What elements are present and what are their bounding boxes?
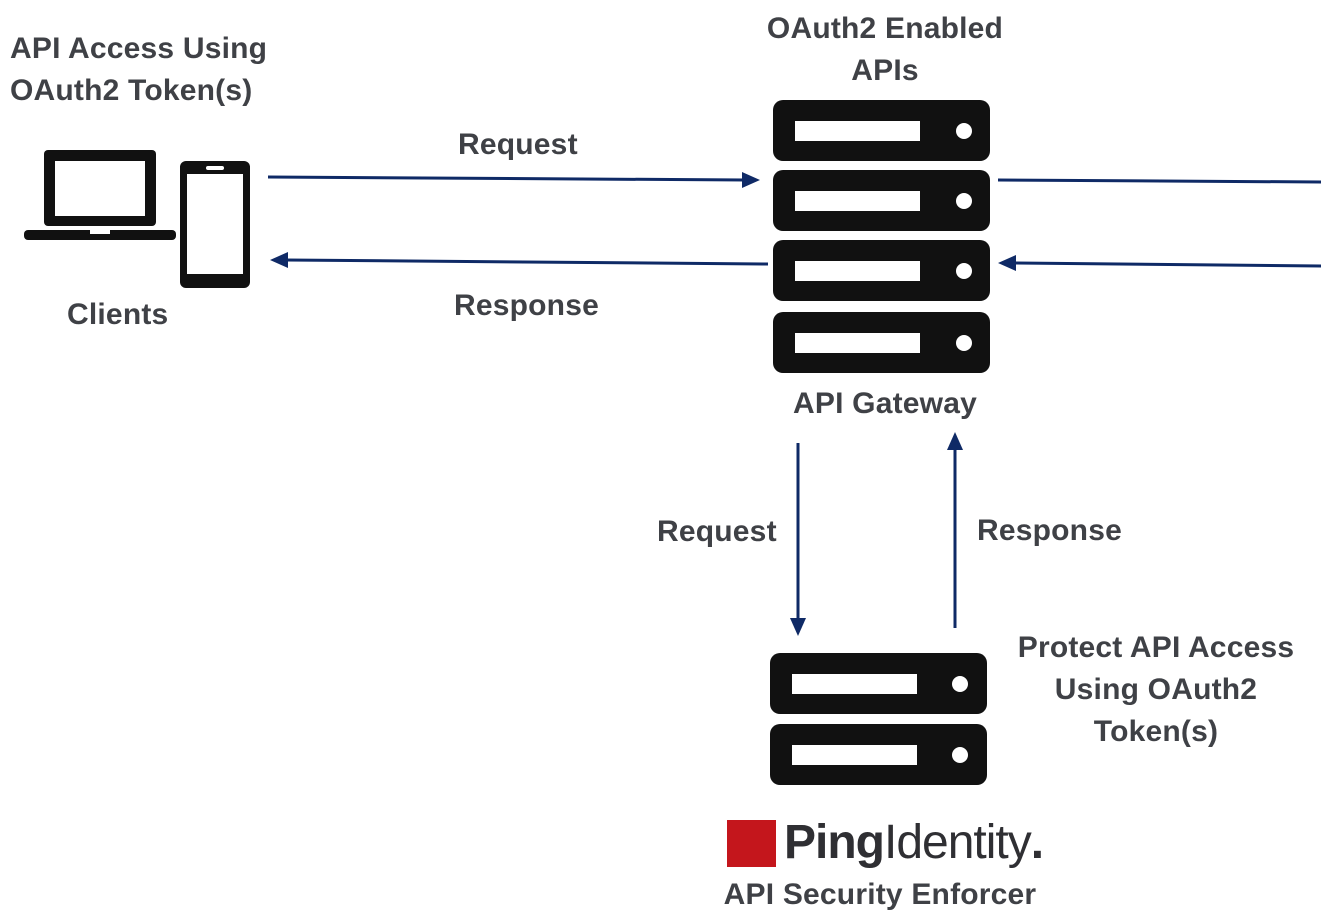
logo-dot: . bbox=[1030, 816, 1044, 869]
enforcer-label: API Security Enforcer bbox=[723, 878, 1037, 911]
gateway-label: API Gateway bbox=[793, 387, 977, 420]
arrow-right-to-gateway bbox=[998, 255, 1321, 271]
request-label-top: Request bbox=[458, 128, 578, 161]
clients-caption: API Access Using OAuth2 Token(s) bbox=[10, 28, 267, 112]
gateway-caption-line-2: APIs bbox=[851, 54, 919, 87]
logo-text-bold: Ping bbox=[784, 816, 885, 869]
laptop-icon bbox=[24, 150, 176, 240]
phone-icon bbox=[180, 161, 250, 288]
ping-identity-logo: PingIdentity. bbox=[784, 815, 1044, 871]
clients-caption-line-2: OAuth2 Token(s) bbox=[10, 74, 253, 107]
arrow-gateway-to-client bbox=[270, 252, 769, 268]
enforcer-caption-line-2: Using OAuth2 bbox=[1054, 673, 1258, 706]
response-label-top: Response bbox=[454, 289, 599, 322]
enforcer-server-icon bbox=[770, 653, 987, 785]
gateway-caption-line-1: OAuth2 Enabled bbox=[766, 12, 1004, 45]
enforcer-caption-line-1: Protect API Access bbox=[1017, 631, 1295, 664]
request-label-down: Request bbox=[657, 515, 777, 548]
gateway-caption: OAuth2 Enabled APIs bbox=[735, 8, 1035, 92]
enforcer-caption-line-3: Token(s) bbox=[1093, 715, 1219, 748]
logo-text-light: Identity bbox=[884, 816, 1032, 869]
enforcer-caption: Protect API Access Using OAuth2 Token(s) bbox=[1003, 627, 1309, 753]
arrow-client-to-gateway bbox=[267, 172, 760, 188]
ping-logo-mark bbox=[727, 820, 776, 867]
gateway-server-icon bbox=[773, 100, 990, 373]
arrow-gateway-to-enforcer bbox=[790, 443, 806, 636]
response-label-up: Response bbox=[977, 514, 1122, 547]
clients-caption-line-1: API Access Using bbox=[10, 32, 268, 65]
arrow-gateway-to-right bbox=[997, 178, 1321, 184]
clients-label: Clients bbox=[67, 298, 169, 331]
arrow-enforcer-to-gateway bbox=[947, 432, 963, 628]
